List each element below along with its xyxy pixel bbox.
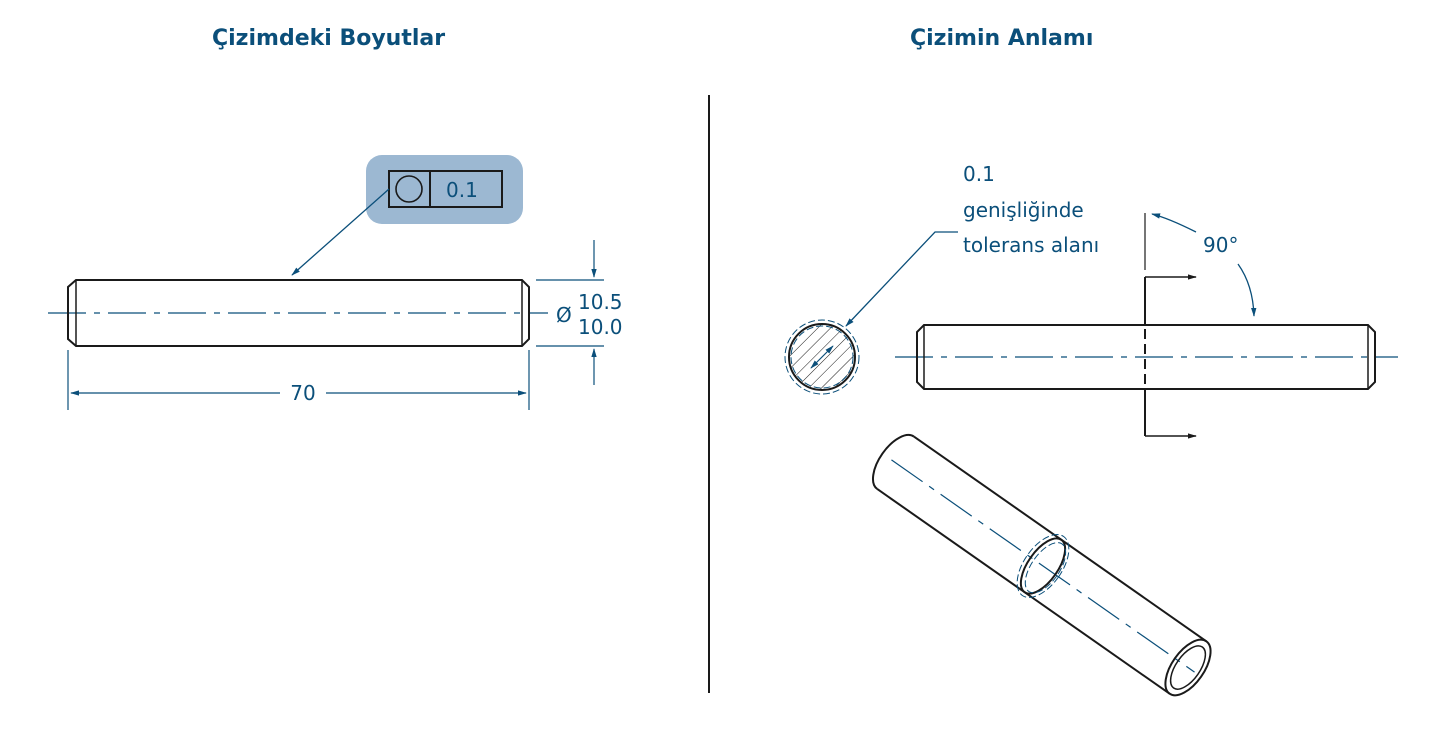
section-plane [1144,213,1197,439]
right-pin-drawing [895,324,1398,390]
diameter-lower: 10.0 [578,315,623,339]
circularity-symbol-icon [395,175,423,203]
angle-annotation: 90° [1151,213,1257,317]
feature-control-frame: 0.1 [291,155,523,276]
diameter-symbol: Ø [556,303,572,327]
note-line2: genişliğinde [963,198,1084,222]
length-dimension: 70 [67,350,530,410]
note-line3: tolerans alanı [963,233,1099,257]
left-pin-drawing [48,279,548,347]
diameter-upper: 10.5 [578,290,623,314]
isometric-pin [872,434,1212,697]
cross-section [784,319,860,395]
diameter-dimension: Ø 10.5 10.0 [536,240,623,385]
angle-value: 90° [1203,233,1238,257]
note-line1: 0.1 [963,162,995,186]
tolerance-note: 0.1 genişliğinde tolerans alanı [845,162,1099,327]
length-value: 70 [290,381,315,405]
left-panel-title: Çizimdeki Boyutlar [212,26,446,51]
right-panel-title: Çizimin Anlamı [910,26,1094,51]
tolerance-value: 0.1 [446,178,478,202]
leader-line [291,188,390,276]
